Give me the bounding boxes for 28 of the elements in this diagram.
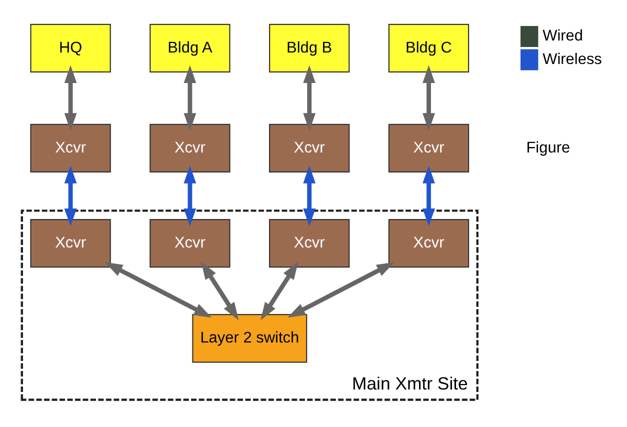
- node-box: Xcvr: [269, 218, 350, 268]
- arrow: [104, 262, 212, 318]
- legend-label: Wireless: [542, 50, 602, 68]
- arrow: [184, 165, 196, 226]
- arrow: [201, 261, 239, 320]
- arrow: [288, 262, 394, 318]
- node-box: Xcvr: [388, 218, 470, 268]
- node-box: Xcvr: [30, 123, 111, 172]
- arrow: [260, 261, 298, 320]
- node-box: Xcvr: [30, 218, 111, 268]
- arrow: [422, 64, 435, 130]
- node-box: HQ: [30, 23, 111, 72]
- node-box: Xcvr: [150, 123, 230, 172]
- arrow: [422, 165, 435, 226]
- arrow: [64, 64, 77, 130]
- arrow: [303, 64, 316, 130]
- node-box: Xcvr: [269, 123, 350, 172]
- node-box: Xcvr: [150, 218, 230, 268]
- arrow: [303, 165, 316, 226]
- node-box: Layer 2 switch: [192, 314, 308, 362]
- arrow: [184, 64, 196, 130]
- label: Figure: [526, 138, 570, 156]
- node-box: Xcvr: [388, 123, 470, 172]
- node-box: Bldg B: [269, 23, 350, 72]
- arrow: [64, 165, 77, 226]
- node-box: Bldg C: [388, 23, 470, 72]
- legend-label: Wired: [542, 27, 584, 44]
- node-box: Bldg A: [150, 23, 230, 72]
